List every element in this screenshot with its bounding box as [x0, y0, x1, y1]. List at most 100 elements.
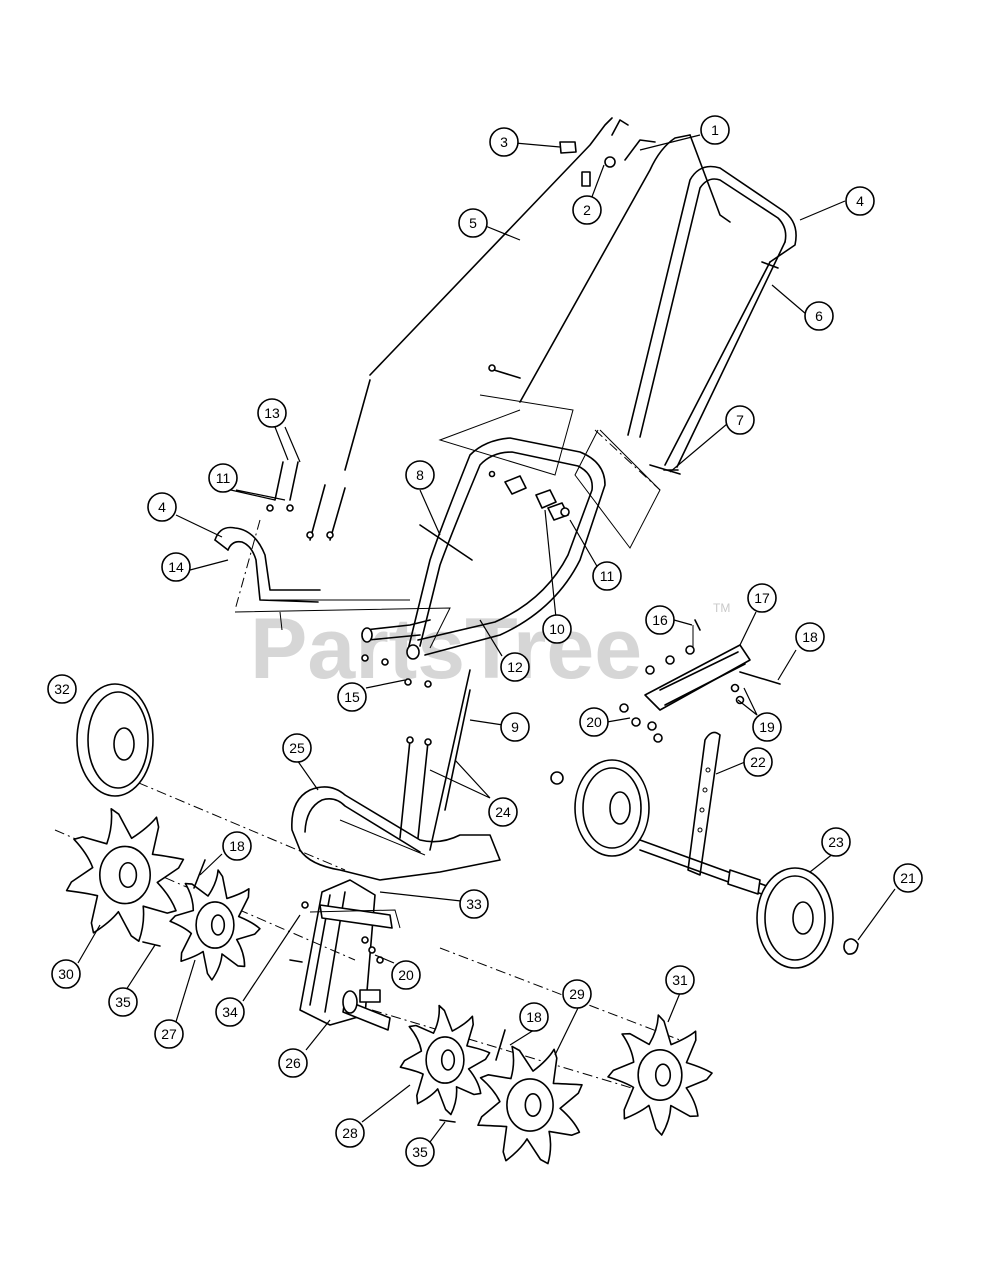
callout-30: 30: [51, 959, 81, 989]
tines-group: [65, 808, 713, 1165]
callout-8: 8: [405, 460, 435, 490]
callout-15: 15: [337, 682, 367, 712]
callout-29: 29: [562, 979, 592, 1009]
svg-text:6: 6: [815, 308, 823, 324]
svg-text:10: 10: [549, 621, 565, 637]
svg-text:5: 5: [469, 215, 477, 231]
svg-text:20: 20: [586, 714, 602, 730]
lower-assembly-reference-box: [234, 519, 451, 649]
clip-hardware-part: [559, 141, 616, 168]
callout-22: 22: [743, 747, 773, 777]
callout-17: 17: [747, 583, 777, 613]
assembly-reference-boxes: [438, 394, 661, 549]
transport-wheel-right-part: [756, 867, 834, 969]
callout-10: 10: [542, 614, 572, 644]
callout-35: 35: [405, 1137, 435, 1167]
svg-text:27: 27: [161, 1026, 177, 1042]
callout-28: 28: [335, 1118, 365, 1148]
svg-text:23: 23: [828, 834, 844, 850]
watermark-trademark: TM: [713, 601, 730, 615]
svg-text:11: 11: [216, 470, 231, 486]
callout-12: 12: [500, 652, 530, 682]
upper-handle-part: [627, 165, 797, 471]
svg-text:35: 35: [412, 1144, 428, 1160]
long-bolts-part: [266, 461, 346, 541]
svg-text:34: 34: [222, 1004, 238, 1020]
callout-4: 4: [147, 492, 177, 522]
callout-31: 31: [665, 965, 695, 995]
svg-text:7: 7: [736, 412, 744, 428]
callout-26: 26: [278, 1048, 308, 1078]
svg-text:31: 31: [672, 972, 688, 988]
callout-18: 18: [519, 1002, 549, 1032]
callout-18: 18: [795, 622, 825, 652]
callout-33: 33: [459, 889, 489, 919]
svg-text:8: 8: [416, 467, 424, 483]
svg-text:16: 16: [652, 612, 668, 628]
tine-27-part: [169, 869, 261, 981]
lower-tube-part: [214, 526, 431, 643]
svg-text:33: 33: [466, 896, 482, 912]
fender-part: [291, 786, 501, 881]
svg-text:13: 13: [264, 405, 280, 421]
callout-35: 35: [108, 987, 138, 1017]
svg-text:20: 20: [398, 967, 414, 983]
svg-text:26: 26: [285, 1055, 301, 1071]
svg-text:28: 28: [342, 1125, 358, 1141]
callout-27: 27: [154, 1019, 184, 1049]
tine-30-part: [65, 808, 185, 942]
callout-32: 32: [47, 674, 77, 704]
svg-text:32: 32: [54, 681, 70, 697]
callout-2: 2: [572, 195, 602, 225]
hub-cap-part: [843, 938, 859, 955]
callout-19: 19: [752, 712, 782, 742]
svg-text:3: 3: [500, 134, 508, 150]
svg-text:15: 15: [344, 689, 360, 705]
svg-text:9: 9: [511, 719, 519, 735]
callout-5: 5: [458, 208, 488, 238]
cable-part: [344, 117, 613, 471]
callout-6: 6: [804, 301, 834, 331]
svg-text:4: 4: [158, 499, 166, 515]
svg-text:1: 1: [711, 122, 719, 138]
callout-20: 20: [579, 707, 609, 737]
callout-24: 24: [488, 797, 518, 827]
callout-34: 34: [215, 997, 245, 1027]
svg-text:19: 19: [759, 719, 775, 735]
drive-wheel-part: [76, 683, 154, 797]
callout-11: 11: [592, 561, 622, 591]
fender-bolts-part: [399, 669, 471, 851]
handle-knobs-part: [488, 470, 570, 521]
callout-25: 25: [282, 733, 312, 763]
svg-text:30: 30: [58, 966, 74, 982]
svg-text:4: 4: [856, 193, 864, 209]
callout-7: 7: [725, 405, 755, 435]
callout-18: 18: [222, 831, 252, 861]
svg-text:11: 11: [600, 568, 615, 584]
svg-text:21: 21: [900, 870, 916, 886]
nuts-part: [361, 654, 432, 688]
svg-text:24: 24: [495, 804, 511, 820]
callout-1: 1: [700, 115, 730, 145]
callout-13: 13: [257, 398, 287, 428]
svg-text:18: 18: [229, 838, 245, 854]
svg-text:12: 12: [507, 659, 523, 675]
svg-text:29: 29: [569, 986, 585, 1002]
tine-28-part: [399, 1004, 491, 1116]
control-rod-part: [519, 119, 731, 403]
svg-text:18: 18: [526, 1009, 542, 1025]
tine-29-part: [477, 1045, 583, 1165]
callout-14: 14: [161, 552, 191, 582]
callout-3: 3: [489, 127, 519, 157]
callout-16: 16: [645, 605, 675, 635]
transport-wheel-left-part: [550, 759, 650, 857]
svg-text:22: 22: [750, 754, 766, 770]
callout-11: 11: [208, 463, 238, 493]
rod-part: [419, 524, 473, 561]
svg-text:35: 35: [115, 994, 131, 1010]
callout-21: 21: [893, 863, 923, 893]
wheel-bracket-part: [687, 731, 721, 876]
callout-9: 9: [500, 712, 530, 742]
tine-31-part: [607, 1014, 713, 1136]
